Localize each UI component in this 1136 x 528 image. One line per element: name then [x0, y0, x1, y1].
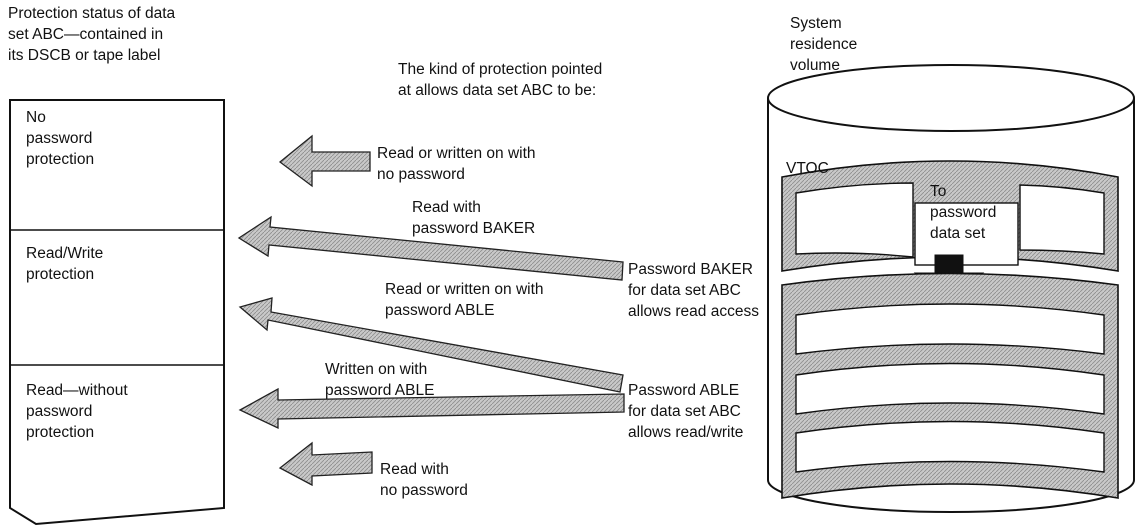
password-baker-note: Password BAKER for data set ABC allows r…	[628, 261, 759, 320]
arrow-read-write-able	[238, 297, 624, 393]
pointer-label: To password data set	[930, 183, 997, 242]
vtoc-label: VTOC	[786, 160, 829, 177]
label-read-baker: Read with password BAKER	[412, 199, 536, 237]
volume-top	[767, 64, 1135, 132]
record-slot-2	[795, 362, 1105, 415]
heading-system-residence-volume: System residence volume	[790, 15, 858, 74]
record-slot-3	[795, 420, 1105, 473]
label-read-write-no-password: Read or written on with no password	[377, 145, 536, 183]
arrow-read-no-password	[278, 441, 373, 487]
status-box	[9, 99, 225, 526]
status-read-without: Read—without password protection	[26, 382, 128, 441]
record-slot-1	[795, 303, 1105, 355]
status-no-password: No password protection	[26, 109, 95, 168]
pointer-box	[914, 202, 1019, 266]
label-read-no-password: Read with no password	[380, 461, 468, 499]
vtoc-entry-left	[795, 182, 914, 258]
label-read-write-able: Read or written on with password ABLE	[385, 281, 544, 319]
label-written-able: Written on with password ABLE	[325, 361, 435, 399]
heading-kind-of-protection: The kind of protection pointed at allows…	[398, 61, 603, 99]
arrow-written-able	[238, 387, 625, 430]
arrow-read-write-no-password	[278, 134, 371, 188]
password-able-note: Password ABLE for data set ABC allows re…	[628, 382, 744, 441]
arrow-read-baker	[237, 215, 624, 281]
heading-protection-status: Protection status of data set ABC—contai…	[8, 5, 176, 64]
vtoc-entry-right	[1019, 184, 1105, 255]
status-read-write: Read/Write protection	[26, 245, 104, 283]
